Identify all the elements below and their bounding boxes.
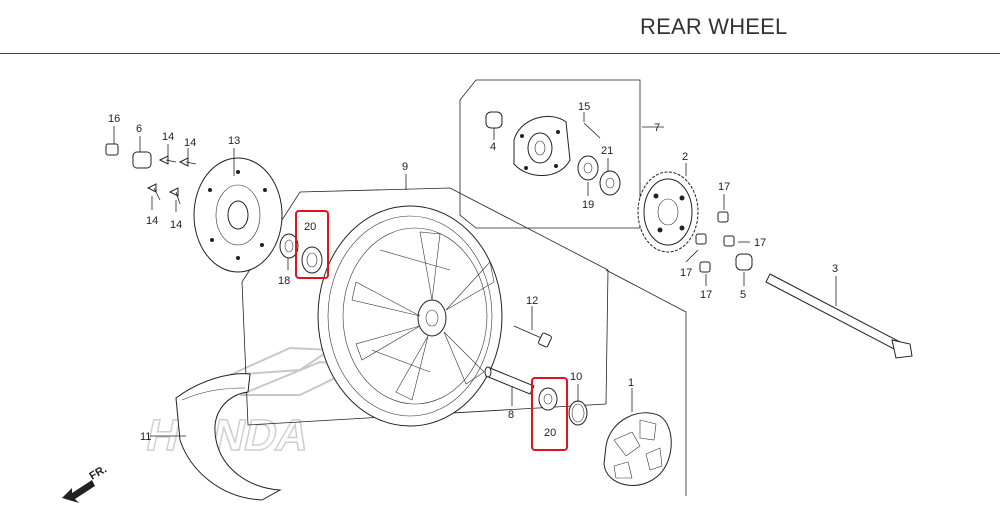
o-ring-10 <box>568 400 588 426</box>
mudguard <box>175 373 282 501</box>
leader-lines <box>113 112 837 437</box>
wheel-group-outline <box>241 187 609 426</box>
callout-20-left: 20 <box>304 221 316 233</box>
hub-group-outline <box>459 79 641 229</box>
front-direction-label: FR. <box>88 463 109 482</box>
callout-14-b: 14 <box>184 137 196 149</box>
callout-10: 10 <box>570 371 582 383</box>
bearing-21 <box>599 170 621 196</box>
callout-2: 2 <box>682 151 688 163</box>
right-bearing <box>538 387 558 411</box>
highlight-box-left-bearing <box>295 210 329 279</box>
callout-13: 13 <box>228 135 240 147</box>
wheel-damper <box>603 412 672 486</box>
callout-5: 5 <box>740 289 746 301</box>
callout-3: 3 <box>832 263 838 275</box>
callout-7: 7 <box>654 122 660 134</box>
callout-8: 8 <box>508 409 514 421</box>
callout-17-c: 17 <box>680 267 692 279</box>
callout-17-b: 17 <box>754 237 766 249</box>
callout-17-a: 17 <box>718 181 730 193</box>
callout-18: 18 <box>278 275 290 287</box>
spacer-8 <box>484 366 535 395</box>
collar-4 <box>485 111 503 140</box>
collar-5 <box>735 253 753 271</box>
damper-group-outline <box>605 269 687 496</box>
callout-14-a: 14 <box>162 131 174 143</box>
arrow-icon <box>62 480 95 503</box>
callout-6: 6 <box>136 123 142 135</box>
callout-11: 11 <box>140 431 151 443</box>
front-direction-arrow: FR. <box>62 463 109 503</box>
axle-3 <box>765 273 913 359</box>
callout-1: 1 <box>628 377 634 389</box>
callout-4: 4 <box>490 141 496 153</box>
callout-labels: 16 6 14 14 13 14 14 20 18 9 11 12 8 10 2… <box>108 101 838 443</box>
callout-14-d: 14 <box>170 219 182 231</box>
callout-14-c: 14 <box>146 215 158 227</box>
pin-15 <box>583 122 601 139</box>
bolt-12 <box>513 325 552 348</box>
callout-9: 9 <box>402 161 408 173</box>
left-seal-and-bearing <box>279 233 323 274</box>
sprocket <box>637 171 699 253</box>
rear-wheel <box>317 205 503 427</box>
callout-20-right: 20 <box>544 427 556 439</box>
disc-hardware <box>105 143 197 205</box>
bearing-19 <box>577 155 599 181</box>
callout-19: 19 <box>582 199 594 211</box>
highlight-box-right-bearing <box>531 377 568 451</box>
title-divider <box>0 53 1000 54</box>
driven-flange-hub <box>513 115 571 177</box>
callout-12: 12 <box>526 295 538 307</box>
brake-disc <box>193 157 283 273</box>
callout-15: 15 <box>578 101 590 113</box>
callout-17-d: 17 <box>700 289 712 301</box>
callout-16: 16 <box>108 113 120 125</box>
sprocket-nuts <box>695 211 735 273</box>
callout-21: 21 <box>601 145 613 157</box>
page-title: REAR WHEEL <box>640 14 788 39</box>
